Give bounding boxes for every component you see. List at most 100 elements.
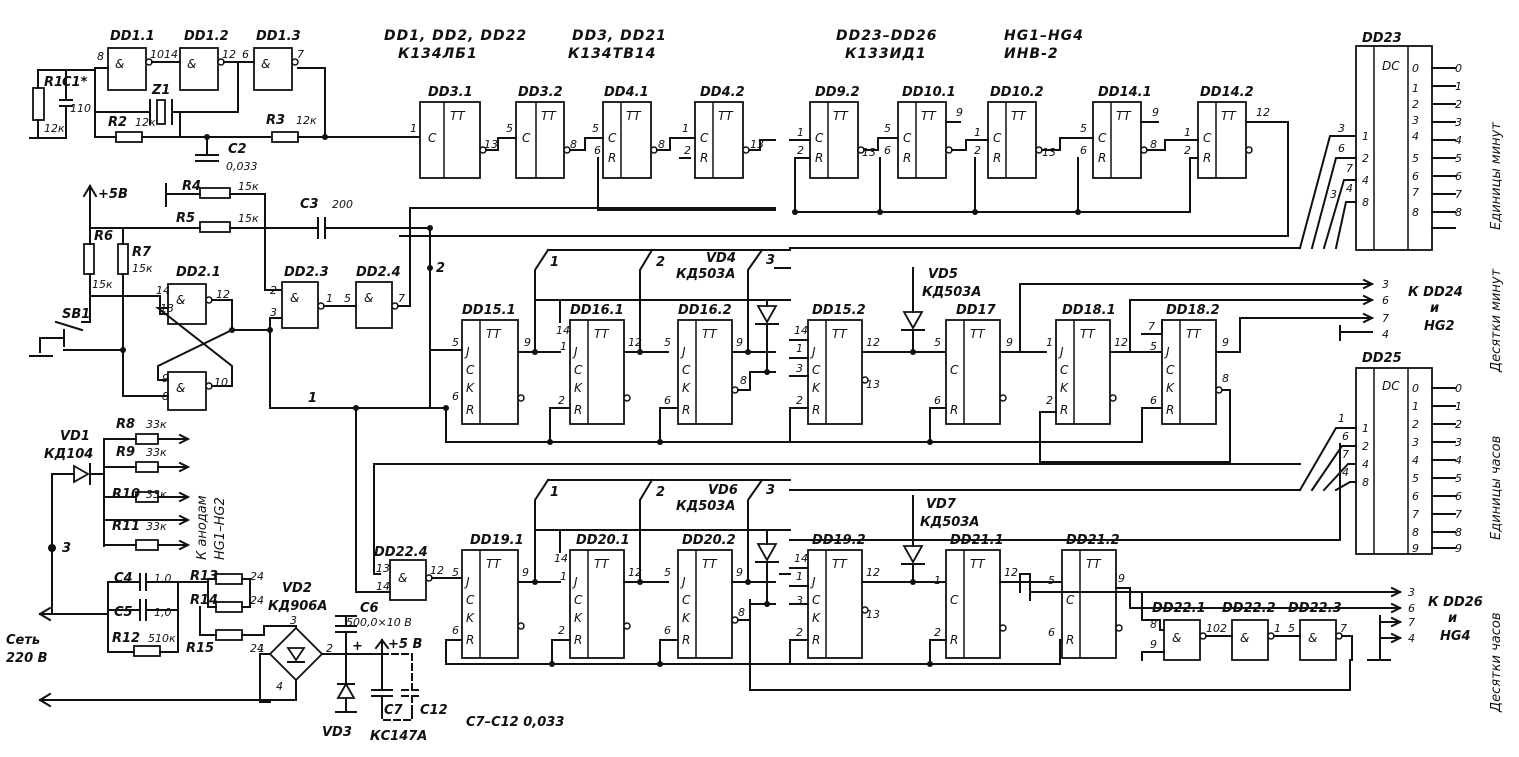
svg-text:3: 3	[290, 614, 297, 627]
svg-text:6: 6	[1080, 144, 1087, 157]
svg-text:J: J	[680, 345, 686, 359]
svg-text:&: &	[176, 381, 185, 395]
label-dd16-2: DD16.2	[678, 303, 732, 318]
resistor-r13	[215, 573, 243, 585]
trigger-dd19-1	[461, 549, 519, 659]
svg-text:9: 9	[1222, 336, 1229, 349]
svg-text:C: C	[1066, 593, 1075, 607]
svg-text:C: C	[428, 131, 437, 145]
svg-text:C: C	[950, 363, 959, 377]
svg-text:R: R	[1166, 403, 1174, 417]
svg-text:C: C	[682, 363, 691, 377]
label-dd4-1: DD4.1	[604, 85, 649, 100]
crystal-z1	[156, 99, 166, 125]
node-3: 3	[62, 541, 71, 556]
svg-text:4: 4	[276, 680, 283, 693]
power-supply: VD1 КД104 3 R8 33к R9 33к R10 33к R11 33…	[6, 417, 564, 744]
label-dd22-3: DD22.3	[1288, 601, 1342, 616]
svg-text:C: C	[522, 131, 531, 145]
svg-text:14: 14	[556, 324, 570, 337]
gate-dd2-4	[355, 281, 393, 329]
svg-text:C: C	[815, 131, 824, 145]
svg-text:и: и	[1430, 301, 1439, 316]
gate-dd2-1-top	[167, 283, 207, 325]
svg-text:5: 5	[1412, 152, 1419, 165]
svg-text:TT: TT	[1116, 109, 1132, 123]
svg-text:3: 3	[1455, 436, 1462, 449]
label-c2: C2	[228, 142, 247, 157]
svg-text:3: 3	[766, 483, 775, 498]
svg-text:9: 9	[1006, 336, 1013, 349]
side-label-units-hour: Единицы часов	[1489, 436, 1504, 540]
svg-text:1: 1	[1338, 412, 1345, 425]
svg-text:7: 7	[1408, 616, 1415, 629]
svg-text:TT: TT	[970, 557, 986, 571]
svg-text:2: 2	[796, 394, 803, 407]
svg-text:6: 6	[242, 48, 249, 61]
svg-text:0: 0	[1455, 382, 1462, 395]
svg-text:6: 6	[664, 624, 671, 637]
svg-text:4: 4	[1455, 454, 1462, 467]
svg-text:1: 1	[1455, 80, 1462, 93]
svg-text:6: 6	[1455, 170, 1462, 183]
label-r9: R9	[116, 445, 135, 460]
side-label-tens-hour: Десятки часов	[1489, 612, 1504, 713]
svg-text:1: 1	[550, 485, 559, 500]
svg-text:R: R	[682, 403, 690, 417]
svg-text:5: 5	[884, 122, 891, 135]
svg-text:2: 2	[1362, 440, 1369, 453]
svg-text:2: 2	[1412, 98, 1419, 111]
svg-text:4: 4	[1346, 182, 1353, 195]
svg-text:C: C	[574, 363, 583, 377]
svg-text:5: 5	[1455, 472, 1462, 485]
svg-text:TT: TT	[970, 327, 986, 341]
decoder-dd25: DD25 DC 1 2 4 8 0 1 2 3 4 5 6 7 8 9 0 1 …	[789, 351, 1462, 555]
svg-text:13: 13	[376, 562, 390, 575]
svg-text:R: R	[812, 403, 820, 417]
gate-dd2-1-bottom	[167, 371, 207, 411]
svg-text:1: 1	[1455, 400, 1462, 413]
value-r5: 15к	[238, 212, 259, 225]
svg-text:1: 1	[1362, 130, 1369, 143]
svg-text:12: 12	[1114, 336, 1128, 349]
label-vd6: VD6	[708, 483, 738, 498]
side-label-tens-min: Десятки минут	[1489, 268, 1504, 373]
label-vd2-type: КД906А	[268, 599, 327, 614]
svg-text:2: 2	[1362, 152, 1369, 165]
svg-text:3: 3	[1412, 114, 1419, 127]
svg-text:R: R	[574, 633, 582, 647]
svg-text:&: &	[187, 57, 196, 71]
svg-text:8: 8	[738, 606, 745, 619]
svg-text:2: 2	[558, 624, 565, 637]
svg-text:33к: 33к	[146, 418, 167, 431]
svg-text:1: 1	[934, 574, 941, 587]
label-dd10-2: DD10.2	[990, 85, 1044, 100]
label-r15: R15	[186, 641, 214, 656]
svg-text:14: 14	[164, 48, 178, 61]
decoder-dd25-box	[1355, 367, 1433, 555]
header-dd1-group: DD1, DD2, DD22	[384, 28, 527, 44]
label-dd20-2: DD20.2	[682, 533, 736, 548]
resistor-r4	[199, 187, 231, 199]
svg-text:6: 6	[594, 144, 601, 157]
label-dd22-2: DD22.2	[1222, 601, 1276, 616]
trigger-dd18-1	[1055, 319, 1111, 425]
svg-text:TT: TT	[1186, 327, 1202, 341]
svg-text:12: 12	[222, 48, 236, 61]
svg-text:2: 2	[1184, 144, 1191, 157]
svg-text:6: 6	[1342, 430, 1349, 443]
svg-text:8: 8	[1362, 476, 1369, 489]
svg-text:13: 13	[484, 138, 498, 151]
header-dd3-type: К134ТВ14	[568, 46, 656, 62]
label-dd15-1: DD15.1	[462, 303, 516, 318]
trigger-dd15-2	[807, 319, 863, 425]
svg-text:5: 5	[1080, 122, 1087, 135]
svg-text:6: 6	[1455, 490, 1462, 503]
label-dd1-3: DD1.3	[256, 29, 301, 44]
svg-text:14: 14	[794, 552, 808, 565]
gate-dd22-4	[389, 559, 427, 601]
diode-vd6	[756, 543, 778, 562]
svg-text:7: 7	[1455, 508, 1462, 521]
label-vd1-type: КД104	[44, 447, 93, 462]
node-1: 1	[308, 391, 317, 406]
